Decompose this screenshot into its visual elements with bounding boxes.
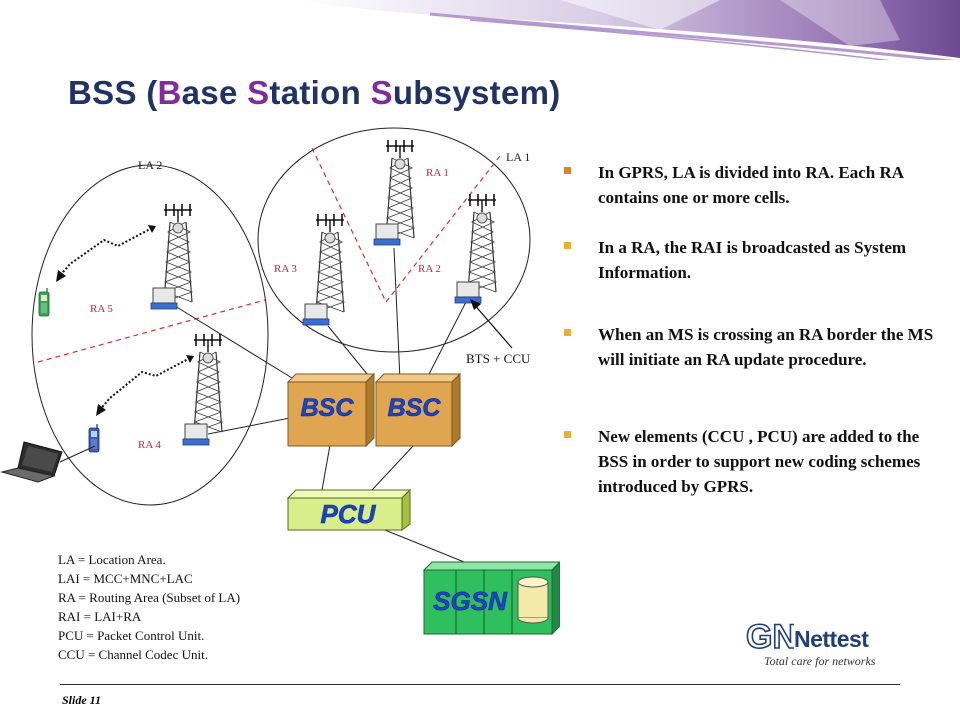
gn-logo-mark-icon: GN — [745, 617, 794, 654]
bts-tower-ra3 — [315, 213, 345, 313]
bullet-square-icon — [564, 242, 571, 249]
bullet-square-icon — [564, 329, 571, 336]
legend-item: PCU = Packet Control Unit. — [58, 628, 205, 643]
logo-name: Nettest — [794, 626, 869, 652]
sgsn-node — [422, 561, 560, 636]
ra-border-la1-b — [385, 155, 501, 303]
gn-nettest-logo: GN Nettest Total care for networks — [744, 616, 904, 672]
legend-item: CCU = Channel Codec Unit. — [58, 647, 208, 662]
svg-text:GN: GN — [746, 618, 794, 654]
ra5-label: RA 5 — [90, 303, 113, 315]
bullet-square-icon — [564, 431, 571, 438]
header-banner — [300, 0, 960, 60]
legend-item: LAI = MCC+MNC+LAC — [58, 571, 193, 586]
sgsn-label: SGSN — [433, 586, 508, 616]
laptop-icon — [0, 441, 63, 483]
bss-network-diagram: BSC BSC PCU SGSN — [0, 127, 560, 636]
abbreviation-legend: LA = Location Area. LAI = MCC+MNC+LAC RA… — [58, 550, 240, 664]
mobile-phone-green-icon — [38, 287, 50, 317]
bsc-node-1 — [286, 372, 376, 448]
ra-border-la2 — [37, 299, 266, 363]
database-icon — [517, 576, 549, 624]
slide-title: BSS (Base Station Subsystem) — [68, 74, 561, 111]
bts-tower-ra5 — [163, 203, 193, 303]
ra4-label: RA 4 — [138, 439, 161, 451]
legend-item: RA = Routing Area (Subset of LA) — [58, 590, 241, 605]
bullet-square-icon — [564, 167, 571, 174]
pcu-label: PCU — [321, 499, 377, 529]
la1-boundary — [257, 127, 531, 353]
bts-tower-ra2 — [467, 193, 497, 293]
la1-label: LA 1 — [506, 150, 531, 164]
la2-label: LA 2 — [138, 158, 163, 172]
ra-border-la1-a — [311, 147, 387, 303]
la2-boundary — [31, 164, 269, 506]
bts-ccu-label: BTS + CCU — [466, 351, 531, 366]
bts-tower-ra4 — [193, 333, 223, 433]
ra3-label: RA 3 — [274, 263, 297, 275]
slide-number: Slide 11 — [62, 693, 102, 707]
bsc-node-2 — [374, 372, 462, 448]
pcu-node — [286, 488, 412, 531]
footer-divider — [60, 684, 900, 685]
legend-item: RAI = LAI+RA — [58, 609, 142, 624]
ra1-label: RA 1 — [426, 167, 449, 179]
legend-item: LA = Location Area. — [58, 552, 166, 567]
ra2-label: RA 2 — [418, 263, 441, 275]
logo-tagline: Total care for networks — [764, 654, 876, 668]
bsc-2-label: BSC — [388, 394, 442, 422]
bts-tower-ra1 — [385, 139, 415, 239]
bsc-1-label: BSC — [301, 394, 355, 422]
